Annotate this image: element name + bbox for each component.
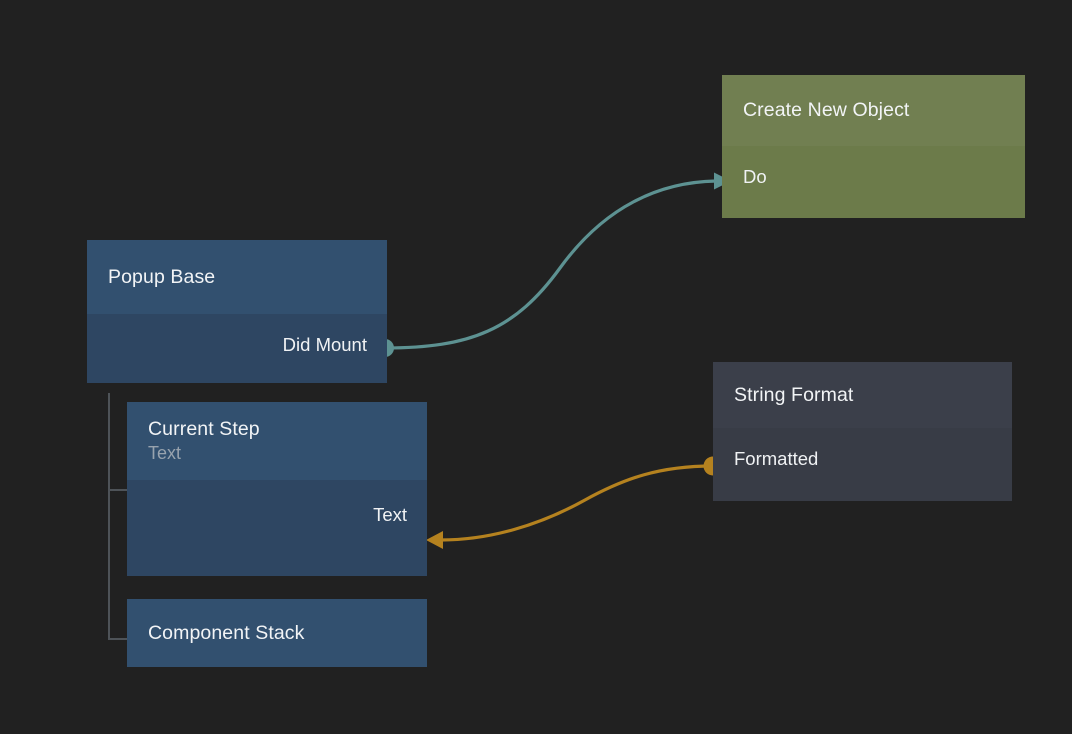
input-port-label-do: Do — [743, 166, 767, 187]
output-port-label-did-mount: Did Mount — [282, 334, 367, 355]
node-component-stack-title: Component Stack — [148, 621, 305, 644]
node-current-step[interactable]: Current Step Text Text — [127, 402, 427, 576]
input-port-label-text: Text — [373, 504, 407, 525]
node-string-format[interactable]: String Format Formatted — [713, 362, 1012, 501]
wire-arrowhead-text — [426, 531, 443, 549]
node-current-step-subtitle: Text — [148, 443, 182, 464]
node-popup-base-header[interactable]: Popup Base — [87, 240, 387, 314]
node-string-format-body[interactable]: Formatted — [713, 428, 1012, 501]
output-port-label-formatted: Formatted — [734, 448, 819, 469]
node-component-stack[interactable]: Component Stack — [127, 599, 427, 667]
node-popup-base-body[interactable]: Did Mount — [87, 314, 387, 383]
port-row-did-mount[interactable]: Did Mount — [87, 334, 367, 355]
node-string-format-title: String Format — [734, 383, 854, 406]
node-popup-base-title: Popup Base — [108, 265, 216, 288]
node-create-new-object[interactable]: Create New Object Do — [722, 75, 1025, 218]
port-row-do[interactable]: Do — [743, 166, 1025, 187]
wire-formatted-to-text — [439, 464, 715, 542]
node-create-new-object-body[interactable]: Do — [722, 146, 1025, 218]
port-row-text[interactable]: Text — [127, 504, 407, 525]
node-popup-base[interactable]: Popup Base Did Mount — [87, 240, 387, 383]
node-create-new-object-header[interactable]: Create New Object — [722, 75, 1025, 146]
node-create-new-object-title: Create New Object — [743, 99, 910, 122]
wire-did-mount-to-do — [383, 179, 718, 350]
node-current-step-header[interactable]: Current Step Text — [127, 402, 427, 480]
node-string-format-header[interactable]: String Format — [713, 362, 1012, 428]
node-current-step-title: Current Step — [148, 417, 260, 440]
port-row-formatted[interactable]: Formatted — [734, 448, 1012, 469]
node-current-step-body[interactable]: Text — [127, 480, 427, 576]
node-component-stack-header[interactable]: Component Stack — [127, 599, 427, 667]
